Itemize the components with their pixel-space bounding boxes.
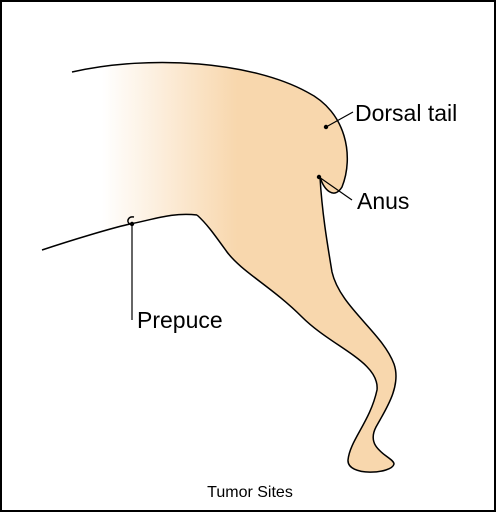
anus-label: Anus [357,188,409,214]
hindquarter-body-fill [42,62,396,472]
diagram-caption: Tumor Sites [207,484,293,501]
dorsal-tail-label: Dorsal tail [355,100,457,126]
prepuce-label: Prepuce [137,307,223,333]
